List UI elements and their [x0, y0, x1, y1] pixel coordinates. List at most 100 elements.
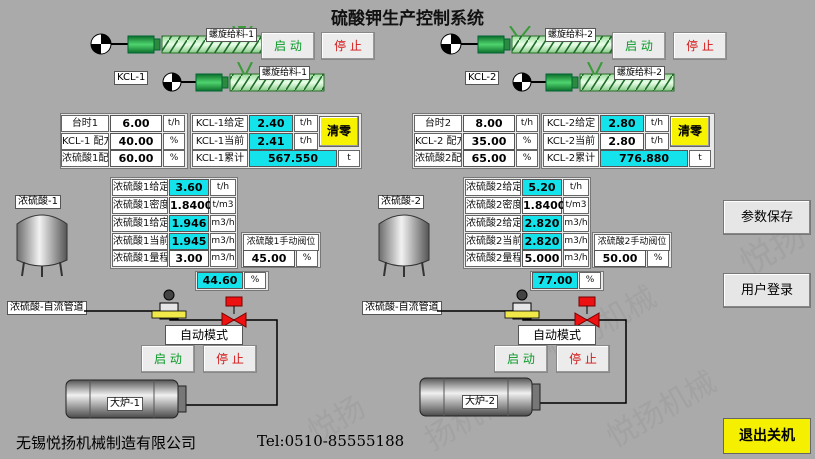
table-label: 浓硫酸1配方	[61, 150, 109, 167]
table-value: 1.945	[169, 233, 209, 250]
acid-tank-2	[378, 214, 430, 277]
feeder-label: 螺旋给料-2	[614, 66, 665, 80]
tank-label: 浓硫酸-1	[15, 195, 61, 209]
furnace-label: 大炉-1	[107, 397, 143, 411]
manual-valve-label: 浓硫酸1手动阀位	[243, 234, 319, 251]
table-unit: t/m3	[210, 197, 236, 214]
page-title: 硫酸钾生产控制系统	[331, 9, 484, 29]
table-label: 浓硫酸2给定	[465, 179, 521, 196]
table-unit: %	[647, 250, 669, 267]
table-value: 776.880	[600, 150, 688, 167]
furnace-label: 大炉-2	[462, 395, 498, 409]
table-unit: t/h	[210, 179, 236, 196]
acid-pipeline-2	[437, 289, 627, 404]
table-value: 567.550	[249, 150, 337, 167]
table-value: 8.00	[463, 115, 515, 132]
table-unit: t/h	[645, 115, 669, 132]
table-unit: %	[296, 250, 318, 267]
table-value: 1.946	[169, 215, 209, 232]
kcl-label: KCL-2	[465, 71, 500, 85]
table-label: 浓硫酸1当前	[112, 233, 168, 250]
pipe-label: 浓硫酸-自流管道	[7, 301, 87, 315]
table-label: 浓硫酸1给定	[112, 179, 168, 196]
table-value[interactable]: 1.84000	[522, 197, 574, 214]
table-unit: %	[579, 272, 601, 289]
table-unit: t/h	[645, 133, 669, 150]
feeder-stop-button[interactable]: 停 止	[321, 32, 375, 60]
table-label: KCL-1累计	[192, 150, 248, 167]
table-value[interactable]: 5.000	[522, 250, 562, 267]
manual-valve-label: 浓硫酸2手动阀位	[594, 234, 670, 251]
mode-indicator: 自动模式	[165, 325, 244, 345]
table-unit: m3/h	[210, 233, 236, 250]
table-label: KCL-2累计	[543, 150, 599, 167]
table-value: 2.41	[249, 133, 293, 150]
company-tel: Tel:0510-85555188	[257, 432, 405, 450]
table-unit: t/h	[516, 115, 538, 132]
table-unit: m3/h	[210, 215, 236, 232]
table-unit: t/h	[294, 115, 318, 132]
table-label: 浓硫酸1量程	[112, 250, 168, 267]
table-value[interactable]: 35.00	[463, 133, 515, 150]
table-unit: %	[163, 150, 185, 167]
table-label: 浓硫酸2量程	[465, 250, 521, 267]
save-params-button[interactable]: 参数保存	[723, 200, 811, 235]
table-value: 6.00	[110, 115, 162, 132]
table-value: 5.20	[522, 179, 562, 196]
table-label: KCL-1 配方	[61, 133, 109, 150]
table-label: KCL-2当前	[543, 133, 599, 150]
feeder-stop-button[interactable]: 停 止	[673, 32, 727, 60]
table-unit: t	[689, 150, 711, 167]
clear-button[interactable]: 清零	[319, 116, 359, 147]
table-value[interactable]: 40.00	[110, 133, 162, 150]
acid-tank-1	[16, 214, 68, 277]
manual-valve-value[interactable]: 45.00	[243, 250, 295, 267]
table-label: KCL-2给定	[543, 115, 599, 132]
table-unit: t/m3	[563, 197, 589, 214]
table-value[interactable]: 1.84000	[169, 197, 221, 214]
table-label: 台时2	[414, 115, 462, 132]
table-label: KCL-2 配方	[414, 133, 462, 150]
exit-shutdown-button[interactable]: 退出关机	[723, 418, 811, 454]
kcl-label: KCL-1	[114, 71, 149, 85]
feeder-label: 螺旋给料-1	[259, 66, 310, 80]
tank-label: 浓硫酸-2	[378, 195, 424, 209]
furnace-start-button[interactable]: 启 动	[494, 345, 548, 373]
feeder-label: 螺旋给料-1	[206, 28, 257, 42]
user-login-button[interactable]: 用户登录	[723, 273, 811, 308]
table-value[interactable]: 60.00	[110, 150, 162, 167]
table-label: 浓硫酸2当前	[465, 233, 521, 250]
table-unit: %	[163, 133, 185, 150]
table-label: KCL-1当前	[192, 133, 248, 150]
feeder-start-button[interactable]: 启 动	[261, 32, 315, 60]
furnace-stop-button[interactable]: 停 止	[556, 345, 610, 373]
table-label: 浓硫酸2配方	[414, 150, 462, 167]
table-unit: t/h	[163, 115, 185, 132]
pipe-label: 浓硫酸-自流管道	[362, 301, 442, 315]
mode-indicator: 自动模式	[518, 325, 597, 345]
company-name: 无锡悦扬机械制造有限公司	[16, 434, 197, 452]
table-value: 2.80	[600, 115, 644, 132]
table-value: 3.60	[169, 179, 209, 196]
table-unit: m3/h	[563, 233, 589, 250]
furnace-start-button[interactable]: 启 动	[141, 345, 195, 373]
table-unit: m3/h	[210, 250, 236, 267]
clear-button[interactable]: 清零	[670, 116, 710, 147]
table-label: KCL-1给定	[192, 115, 248, 132]
furnace-stop-button[interactable]: 停 止	[203, 345, 257, 373]
manual-valve-value[interactable]: 50.00	[594, 250, 646, 267]
table-label: 台时1	[61, 115, 109, 132]
valve-open-value: 77.00	[532, 272, 578, 289]
table-value[interactable]: 65.00	[463, 150, 515, 167]
table-unit: %	[516, 133, 538, 150]
table-value[interactable]: 3.00	[169, 250, 209, 267]
table-value: 2.80	[600, 133, 644, 150]
table-label: 浓硫酸1给定	[112, 215, 168, 232]
table-label: 浓硫酸2给定	[465, 215, 521, 232]
table-value: 2.820	[522, 215, 562, 232]
table-unit: m3/h	[563, 215, 589, 232]
feeder-start-button[interactable]: 启 动	[612, 32, 666, 60]
acid-pipeline-1	[84, 289, 278, 406]
table-label: 浓硫酸2密度	[465, 197, 521, 214]
table-unit: t/h	[563, 179, 589, 196]
